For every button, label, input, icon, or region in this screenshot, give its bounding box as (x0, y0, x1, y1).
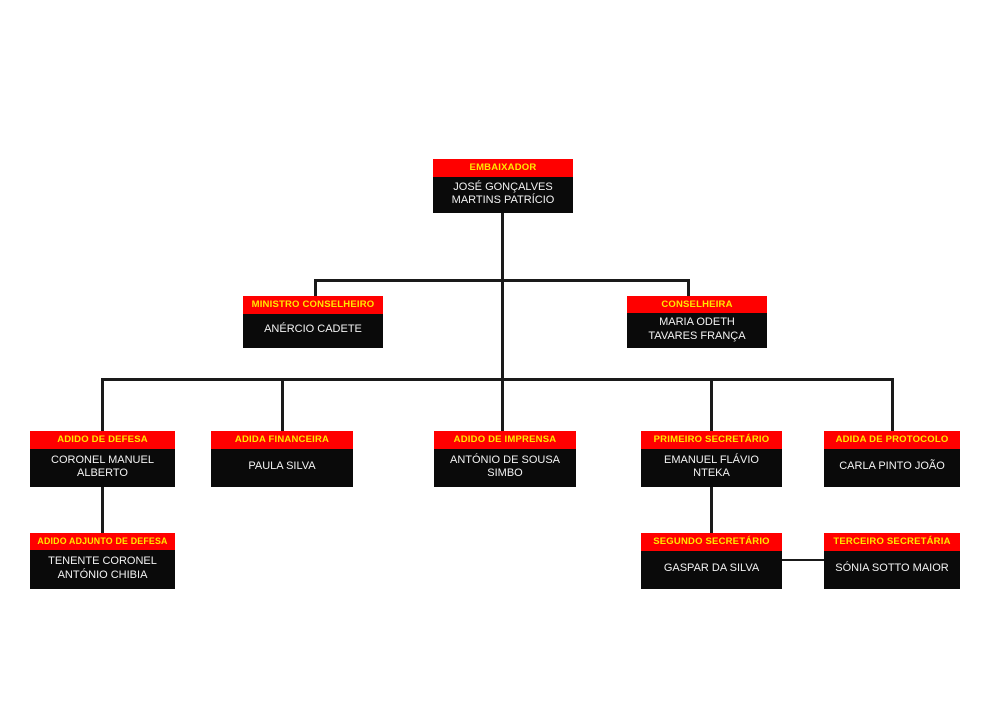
node-conselheira-name: MARIA ODETH TAVARES FRANÇA (627, 313, 767, 348)
node-primeiro-secretario-title: PRIMEIRO SECRETÁRIO (641, 431, 782, 449)
connector-drop-primeiro-secretario (710, 378, 713, 431)
connector-drop-conselheira (687, 279, 690, 296)
node-segundo-secretario-title: SEGUNDO SECRETÁRIO (641, 533, 782, 551)
node-primeiro-secretario[interactable]: PRIMEIRO SECRETÁRIO EMANUEL FLÁVIO NTEKA (641, 431, 782, 487)
node-primeiro-secretario-name: EMANUEL FLÁVIO NTEKA (641, 448, 782, 487)
connector-embaixador-stem (501, 213, 504, 379)
connector-segundo-to-terceiro (780, 559, 825, 561)
node-terceiro-secretaria-name: SÓNIA SOTTO MAIOR (824, 550, 960, 589)
node-adido-adjunto-de-defesa-title: ADIDO ADJUNTO DE DEFESA (30, 533, 175, 551)
connector-drop-adida-financeira (281, 378, 284, 431)
node-ministro-conselheiro-title: MINISTRO CONSELHEIRO (243, 296, 383, 314)
connector-drop-adida-protocolo (891, 378, 894, 431)
node-adido-de-defesa[interactable]: ADIDO DE DEFESA CORONEL MANUEL ALBERTO (30, 431, 175, 487)
node-adida-de-protocolo-name: CARLA PINTO JOÃO (824, 448, 960, 487)
node-embaixador-name: JOSÉ GONÇALVES MARTINS PATRÍCIO (433, 176, 573, 213)
node-adido-adjunto-de-defesa[interactable]: ADIDO ADJUNTO DE DEFESA TENENTE CORONEL … (30, 533, 175, 589)
connector-drop-adido-defesa (101, 378, 104, 431)
node-adida-de-protocolo[interactable]: ADIDA DE PROTOCOLO CARLA PINTO JOÃO (824, 431, 960, 487)
connector-drop-adido-imprensa (501, 378, 504, 431)
node-terceiro-secretaria-title: TERCEIRO SECRETÁRIA (824, 533, 960, 551)
node-embaixador[interactable]: EMBAIXADOR JOSÉ GONÇALVES MARTINS PATRÍC… (433, 159, 573, 213)
connector-level2-bar (314, 279, 690, 282)
node-adida-de-protocolo-title: ADIDA DE PROTOCOLO (824, 431, 960, 449)
node-adido-de-imprensa-title: ADIDO DE IMPRENSA (434, 431, 576, 449)
node-conselheira[interactable]: CONSELHEIRA MARIA ODETH TAVARES FRANÇA (627, 296, 767, 348)
node-adida-financeira[interactable]: ADIDA FINANCEIRA PAULA SILVA (211, 431, 353, 487)
node-segundo-secretario-name: GASPAR DA SILVA (641, 550, 782, 589)
connector-primeiro-to-segundo (710, 487, 713, 533)
node-adida-financeira-name: PAULA SILVA (211, 448, 353, 487)
node-adido-de-imprensa[interactable]: ADIDO DE IMPRENSA ANTÓNIO DE SOUSA SIMBO (434, 431, 576, 487)
connector-drop-ministro (314, 279, 317, 296)
connector-defesa-to-adjunto (101, 487, 104, 533)
node-ministro-conselheiro-name: ANÉRCIO CADETE (243, 313, 383, 348)
node-segundo-secretario[interactable]: SEGUNDO SECRETÁRIO GASPAR DA SILVA (641, 533, 782, 589)
node-terceiro-secretaria[interactable]: TERCEIRO SECRETÁRIA SÓNIA SOTTO MAIOR (824, 533, 960, 589)
node-embaixador-title: EMBAIXADOR (433, 159, 573, 177)
node-adido-de-defesa-title: ADIDO DE DEFESA (30, 431, 175, 449)
node-adida-financeira-title: ADIDA FINANCEIRA (211, 431, 353, 449)
node-adido-de-defesa-name: CORONEL MANUEL ALBERTO (30, 448, 175, 487)
connector-level3-bar (101, 378, 894, 381)
node-adido-de-imprensa-name: ANTÓNIO DE SOUSA SIMBO (434, 448, 576, 487)
node-ministro-conselheiro[interactable]: MINISTRO CONSELHEIRO ANÉRCIO CADETE (243, 296, 383, 348)
node-adido-adjunto-de-defesa-name: TENENTE CORONEL ANTÓNIO CHIBIA (30, 550, 175, 589)
node-conselheira-title: CONSELHEIRA (627, 296, 767, 314)
